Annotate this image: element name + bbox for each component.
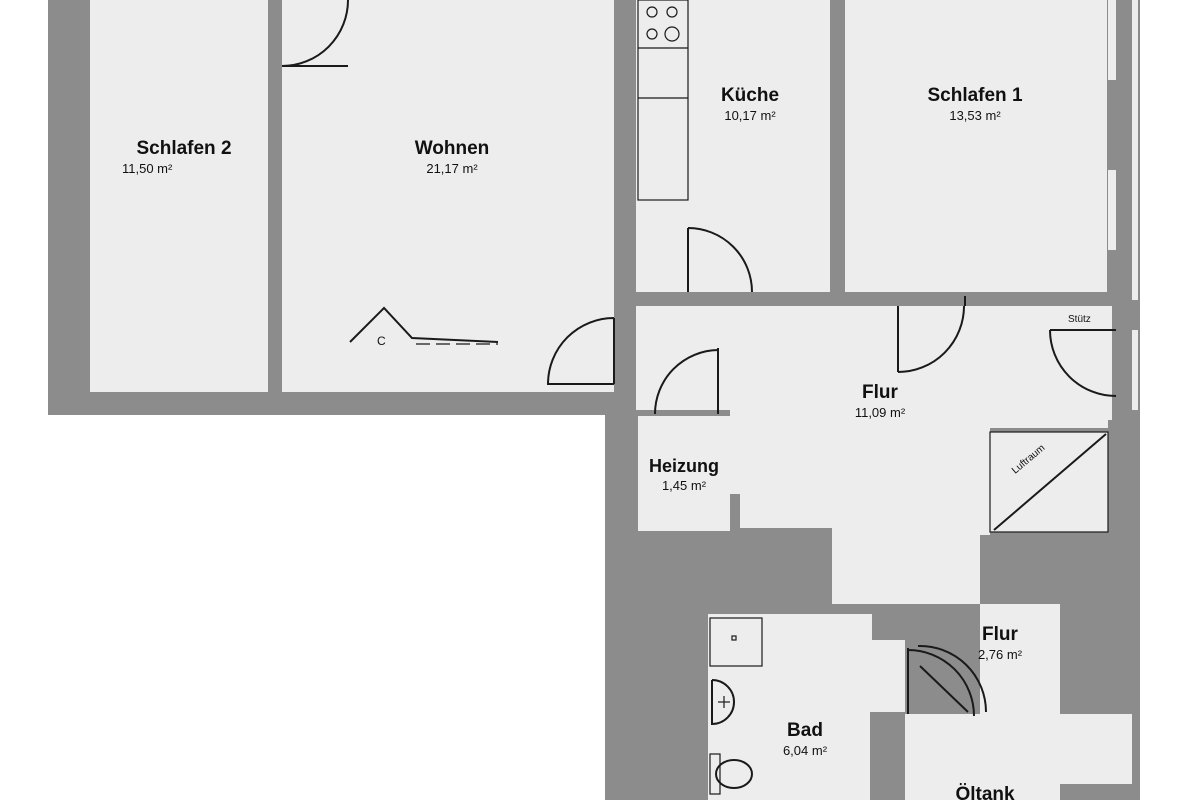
sink-icon (711, 679, 735, 726)
room-name: Küche (720, 85, 780, 106)
room-floor-wohnen (282, 0, 614, 392)
label-marker-c: C (377, 334, 386, 348)
room-area: 6,04 m² (782, 743, 828, 758)
toilet-icon (709, 753, 753, 795)
room-area: 21,17 m² (426, 161, 478, 176)
luftraum-diagonal (993, 433, 1107, 531)
room-area: 10,17 m² (724, 108, 776, 123)
label-stuetze: Stütz (1068, 314, 1091, 325)
door-wohnen-top[interactable] (281, 0, 349, 67)
room-area: 11,09 m² (854, 405, 906, 420)
room-floor-right-corridor (1060, 714, 1132, 784)
label-heizung: Heizung 1,45 m² (638, 455, 730, 495)
room-name: Flur (862, 382, 898, 403)
door-heizung[interactable] (654, 348, 719, 415)
room-floor-schlafen-2 (90, 0, 268, 392)
room-name: Schlafen 1 (927, 85, 1023, 106)
door-bad[interactable] (907, 648, 975, 717)
room-area: 11,50 m² (122, 161, 173, 176)
room-floor-flur-main (636, 306, 1112, 604)
room-name: Öltank (955, 784, 1015, 805)
room-area: 1,45 m² (661, 478, 707, 493)
room-name: Bad (787, 720, 823, 741)
shower-icon (709, 617, 763, 667)
room-area: 2,76 m² (977, 647, 1023, 662)
room-name: Flur (982, 624, 1018, 645)
door-flur-wohnen[interactable] (546, 317, 615, 385)
room-floor-heizung (638, 416, 730, 531)
label-flur-main: Flur 11,09 m² (820, 382, 940, 422)
label-schlafen-1: Schlafen 1 13,53 m² (905, 85, 1045, 125)
stove-icon (646, 6, 680, 42)
kitchen-counter (637, 0, 689, 201)
door-stuetze-closet[interactable] (1049, 329, 1117, 397)
room-name: Schlafen 2 (136, 138, 232, 159)
room-floor-schlafen-1 (845, 0, 1107, 292)
label-flur-small: Flur 2,76 m² (950, 624, 1050, 664)
room-floor-kueche (636, 0, 830, 292)
door-schlafen-1[interactable] (897, 296, 966, 373)
room-floor-bad (708, 614, 905, 800)
label-oeltank: Öltank (930, 784, 1040, 806)
door-kueche[interactable] (687, 227, 753, 293)
label-bad: Bad 6,04 m² (760, 720, 850, 760)
room-name: Heizung (649, 456, 719, 476)
room-name: Wohnen (414, 138, 490, 159)
stair-marker (349, 306, 499, 343)
label-schlafen-2: Schlafen 2 11,50 m² (108, 138, 260, 178)
room-floor-flur-small (980, 604, 1060, 714)
label-kueche: Küche 10,17 m² (700, 85, 800, 125)
door-oeltank[interactable] (917, 644, 987, 713)
label-wohnen: Wohnen 21,17 m² (372, 138, 532, 178)
room-area: 13,53 m² (949, 108, 1001, 123)
room-floor-oeltank (905, 714, 1060, 800)
